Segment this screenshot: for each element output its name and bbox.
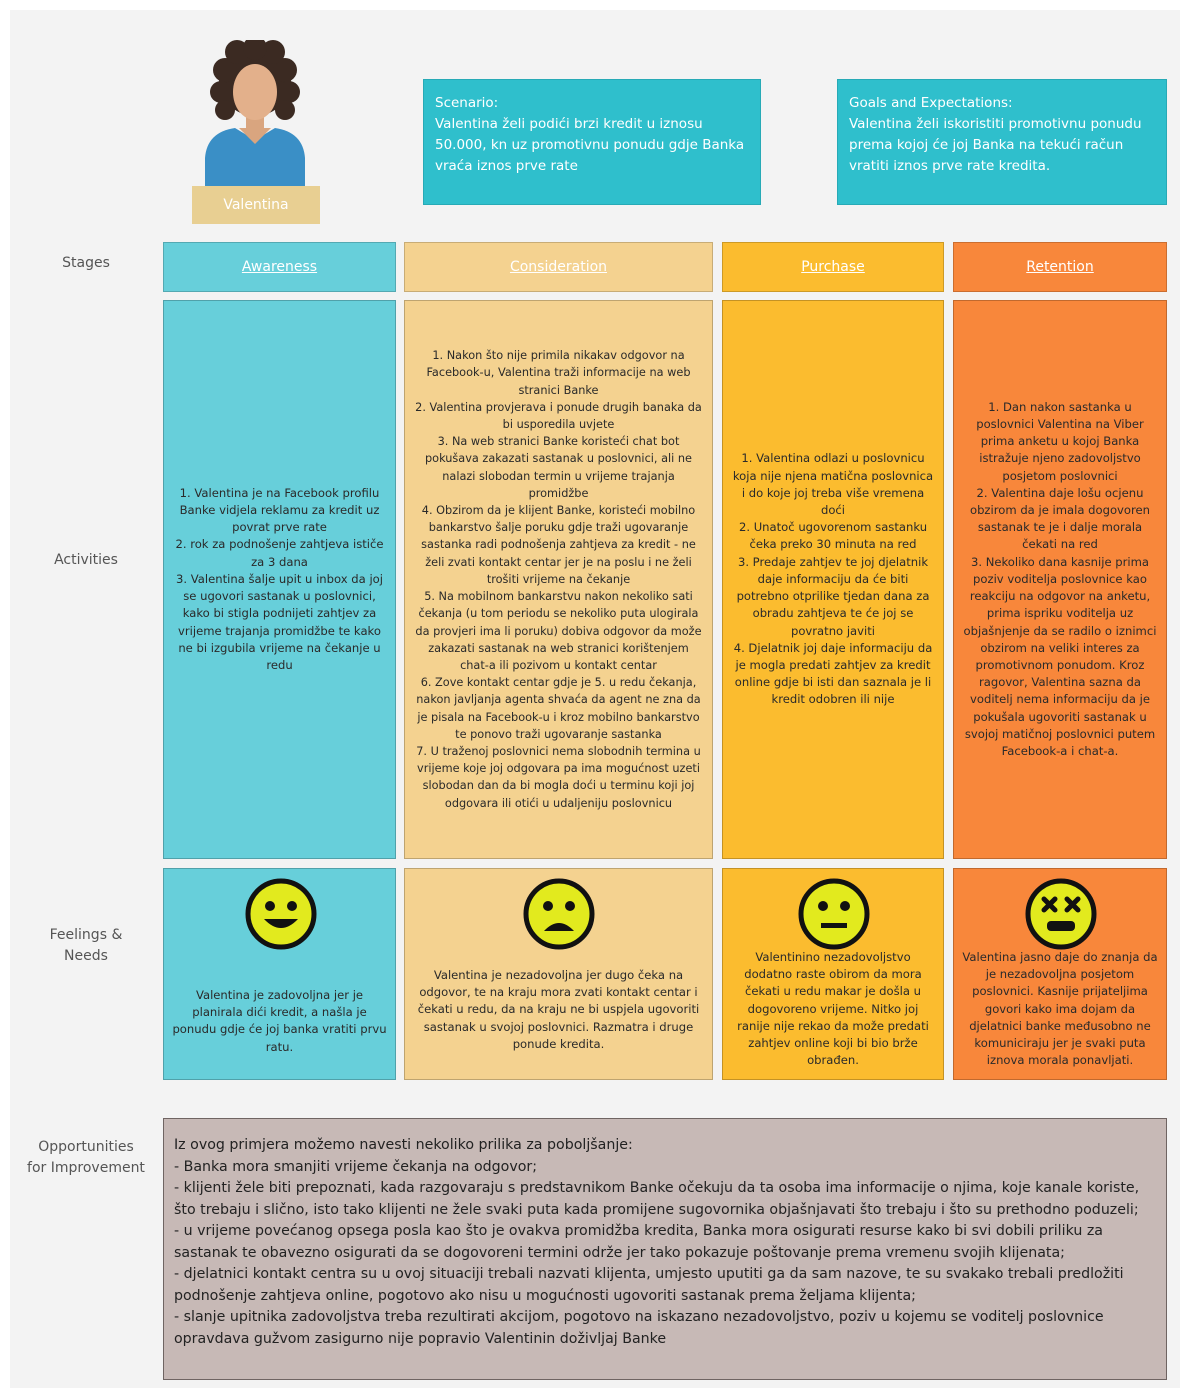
persona-name: Valentina — [192, 186, 320, 224]
stage-consideration[interactable]: Consideration — [404, 242, 713, 292]
feelings-purchase: Valentinino nezadovoljstvo dodatno raste… — [722, 868, 944, 1080]
scenario-box: Scenario: Valentina želi podići brzi kre… — [423, 79, 761, 205]
stage-awareness[interactable]: Awareness — [163, 242, 396, 292]
activities-purchase: 1. Valentina odlazi u poslovnicu koja ni… — [722, 300, 944, 859]
activities-awareness: 1. Valentina je na Facebook profilu Bank… — [163, 300, 396, 859]
feelings-retention-text: Valentina jasno daje do znanja da je nez… — [962, 950, 1158, 1068]
row-label-feelings: Feelings & Needs — [49, 927, 123, 964]
neutral-face-icon — [798, 878, 870, 950]
activities-retention: 1. Dan nakon sastanka u poslovnici Valen… — [953, 300, 1167, 859]
sad-face-icon — [523, 878, 595, 950]
stage-purchase[interactable]: Purchase — [722, 242, 944, 292]
scenario-title: Scenario: — [435, 95, 499, 111]
opportunities-box: Iz ovog primjera možemo navesti nekoliko… — [163, 1118, 1167, 1380]
feelings-awareness-text: Valentina je zadovoljna jer je planirala… — [172, 988, 387, 1054]
row-label-opportunities: Opportunities for Improvement — [27, 1139, 145, 1176]
goals-title: Goals and Expectations: — [849, 95, 1013, 111]
dizzy-face-icon — [1025, 878, 1097, 950]
feelings-purchase-text: Valentinino nezadovoljstvo dodatno raste… — [737, 950, 929, 1068]
shirt — [205, 128, 305, 190]
activities-consideration: 1. Nakon što nije primila nikakav odgovo… — [404, 300, 713, 859]
goals-text: Valentina želi iskoristiti promotivnu po… — [849, 116, 1142, 174]
activities-retention-text: 1. Dan nakon sastanka u poslovnici Valen… — [963, 399, 1157, 758]
feelings-consideration: Valentina je nezadovoljna jer dugo čeka … — [404, 868, 713, 1080]
stage-retention[interactable]: Retention — [953, 242, 1167, 292]
feelings-retention: Valentina jasno daje do znanja da je nez… — [953, 868, 1167, 1080]
feelings-consideration-text: Valentina je nezadovoljna jer dugo čeka … — [417, 968, 700, 1051]
scenario-text: Valentina želi podići brzi kredit u izno… — [435, 116, 745, 174]
activities-awareness-text: 1. Valentina je na Facebook profilu Bank… — [175, 485, 384, 672]
activities-purchase-text: 1. Valentina odlazi u poslovnicu koja ni… — [732, 451, 934, 707]
row-label-activities: Activities — [54, 552, 118, 568]
row-label-stages: Stages — [62, 255, 110, 271]
happy-face-icon — [245, 878, 317, 950]
face — [233, 64, 277, 120]
activities-consideration-text: 1. Nakon što nije primila nikakav odgovo… — [415, 349, 702, 810]
feelings-awareness: Valentina je zadovoljna jer je planirala… — [163, 868, 396, 1080]
persona-avatar — [205, 40, 305, 190]
goals-box: Goals and Expectations: Valentina želi i… — [837, 79, 1167, 205]
collar-skin — [239, 128, 271, 144]
